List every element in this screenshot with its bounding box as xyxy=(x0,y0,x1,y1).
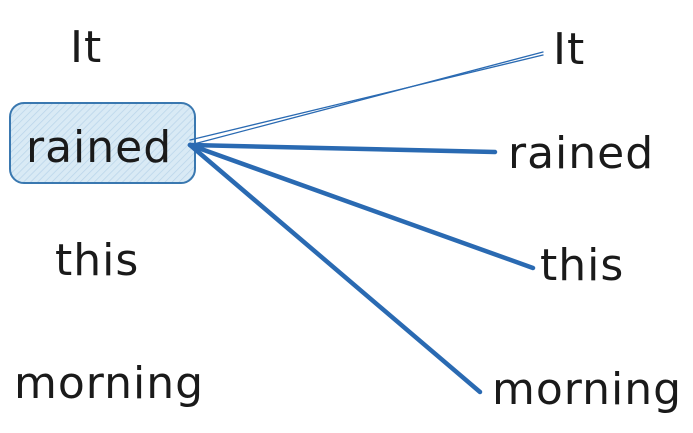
target-word-rained: rained xyxy=(508,128,654,179)
attention-edges xyxy=(187,51,544,395)
target-word-morning: morning xyxy=(492,364,682,415)
edge-rained-rained xyxy=(187,142,498,155)
edge-rained-this xyxy=(187,142,536,271)
source-word-this: this xyxy=(55,235,139,286)
edge-rained-it xyxy=(189,51,544,146)
source-word-rained: rained xyxy=(26,122,172,173)
edge-rained-it-second xyxy=(189,54,544,141)
target-word-it: It xyxy=(553,24,585,75)
target-word-this: this xyxy=(540,240,624,291)
edge-rained-morning xyxy=(187,142,483,395)
source-word-morning: morning xyxy=(14,358,204,409)
source-word-it: It xyxy=(70,22,102,73)
